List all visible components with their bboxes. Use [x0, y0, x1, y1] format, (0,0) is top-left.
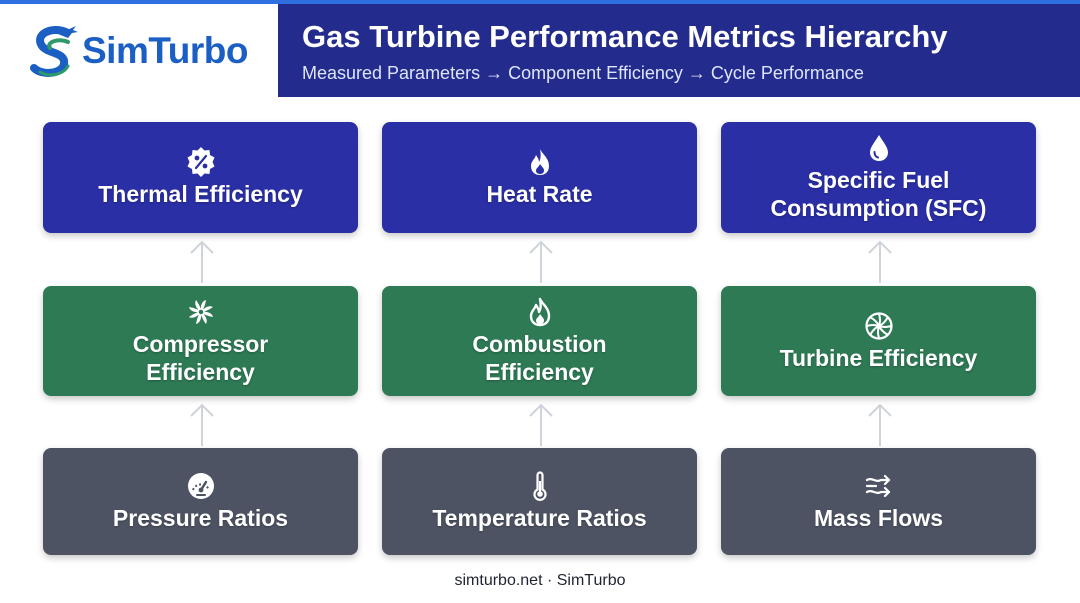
- top-accent-line: [0, 0, 1080, 4]
- compressor-efficiency-card: Compressor Efficiency: [43, 286, 358, 396]
- temperature-ratios-label: Temperature Ratios: [432, 505, 647, 531]
- up-arrow: [868, 403, 892, 446]
- compressor-fan-icon: [188, 299, 213, 324]
- sfc-label: Specific Fuel Consumption (SFC): [770, 167, 987, 221]
- page-subtitle: Measured Parameters → Component Efficien…: [302, 63, 864, 83]
- thermal-efficiency-label: Thermal Efficiency: [98, 181, 303, 207]
- header-banner: Gas Turbine Performance Metrics Hierarch…: [278, 4, 1080, 97]
- footer-credit[interactable]: simturbo.net · SimTurbo: [454, 572, 626, 589]
- flow-arrows-icon: [865, 474, 890, 498]
- flame-outline-icon: [529, 297, 550, 326]
- fuel-drop-icon: [869, 135, 888, 161]
- up-arrow: [529, 240, 553, 283]
- airplane-swoosh-logo-icon: [30, 25, 78, 77]
- combustion-efficiency-label: Combustion Efficiency: [472, 330, 607, 385]
- thermal-efficiency-card: Thermal Efficiency: [43, 122, 358, 233]
- flame-icon: [530, 149, 549, 175]
- pressure-ratios-label: Pressure Ratios: [112, 505, 289, 531]
- up-arrow: [190, 240, 214, 283]
- gauge-icon: [187, 473, 214, 499]
- up-arrow: [868, 240, 892, 283]
- compressor-efficiency-label: Compressor Efficiency: [132, 330, 269, 385]
- combustion-efficiency-card: Combustion Efficiency: [382, 286, 697, 396]
- up-arrow: [190, 403, 214, 446]
- up-arrow: [529, 403, 553, 446]
- brand-name: SimTurbo: [82, 29, 248, 71]
- turbine-efficiency-label: Turbine Efficiency: [779, 344, 978, 371]
- thermometer-icon: [532, 471, 547, 501]
- heat-rate-label: Heat Rate: [486, 181, 593, 207]
- brand-logo[interactable]: SimTurbo: [0, 4, 278, 97]
- turbine-efficiency-card: Turbine Efficiency: [721, 286, 1036, 396]
- mass-flows-label: Mass Flows: [813, 505, 944, 531]
- percent-badge-icon: [187, 147, 214, 177]
- temperature-ratios-card: Temperature Ratios: [382, 448, 697, 555]
- heat-rate-card: Heat Rate: [382, 122, 697, 233]
- mass-flows-card: Mass Flows: [721, 448, 1036, 555]
- turbine-wheel-icon: [864, 311, 893, 340]
- page-title: Gas Turbine Performance Metrics Hierarch…: [302, 19, 948, 54]
- sfc-card: Specific Fuel Consumption (SFC): [721, 122, 1036, 233]
- pressure-ratios-card: Pressure Ratios: [43, 448, 358, 555]
